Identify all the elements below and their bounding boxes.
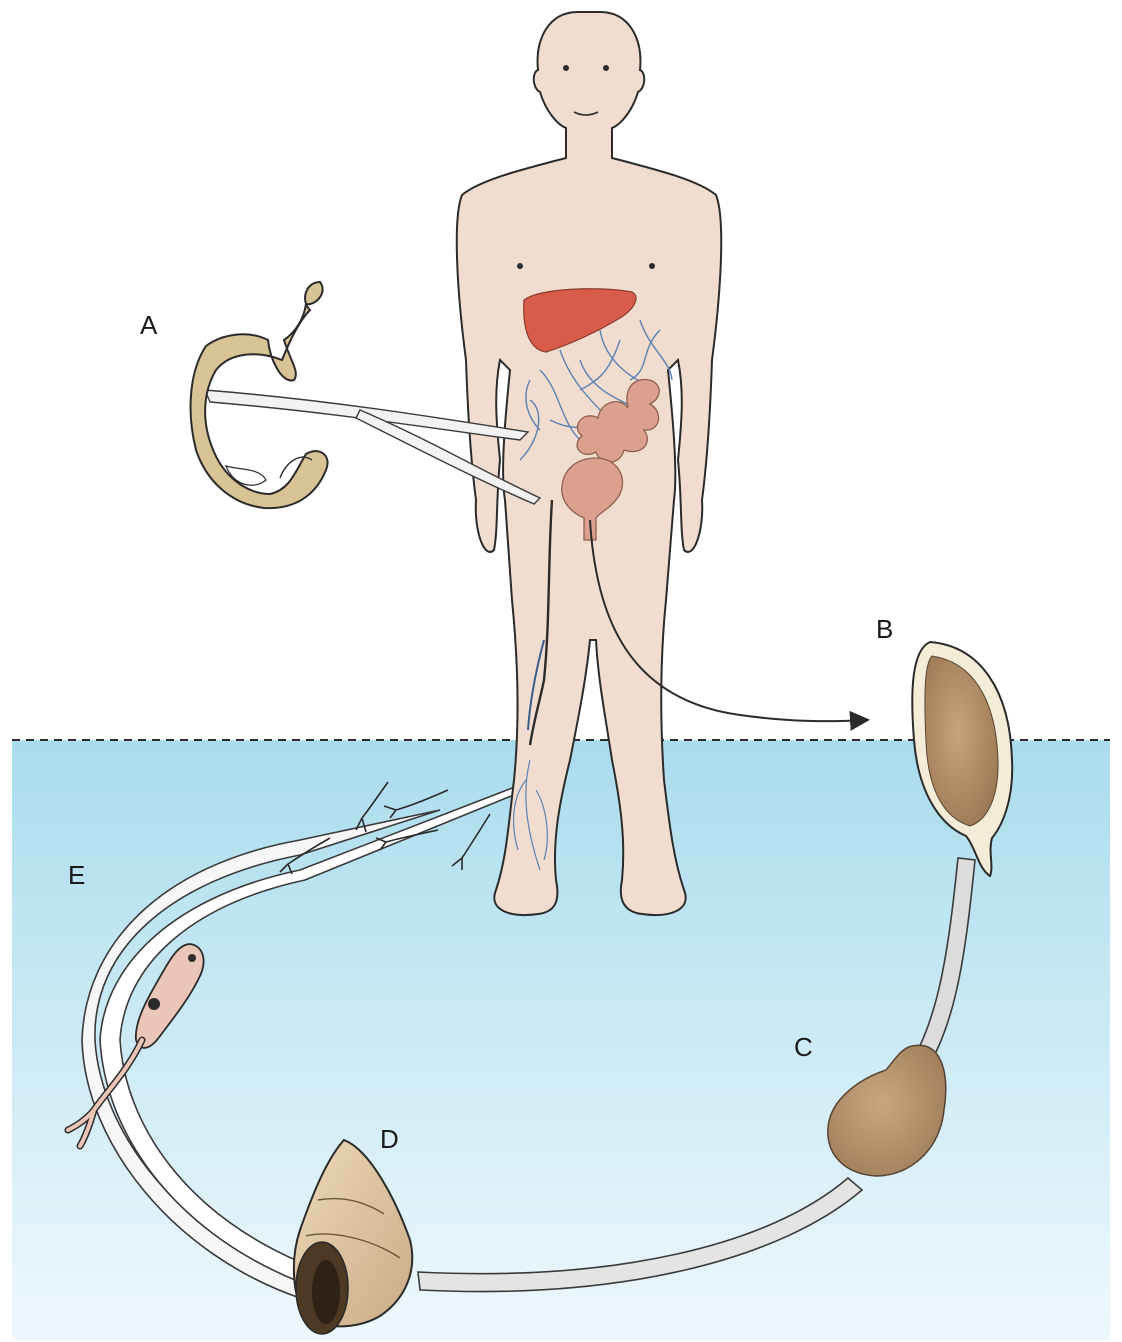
label-b: B <box>876 616 893 642</box>
label-c: C <box>794 1034 813 1060</box>
label-a: A <box>140 312 157 338</box>
label-d: D <box>380 1126 399 1152</box>
label-e: E <box>68 862 85 888</box>
water-area <box>12 740 1110 1340</box>
